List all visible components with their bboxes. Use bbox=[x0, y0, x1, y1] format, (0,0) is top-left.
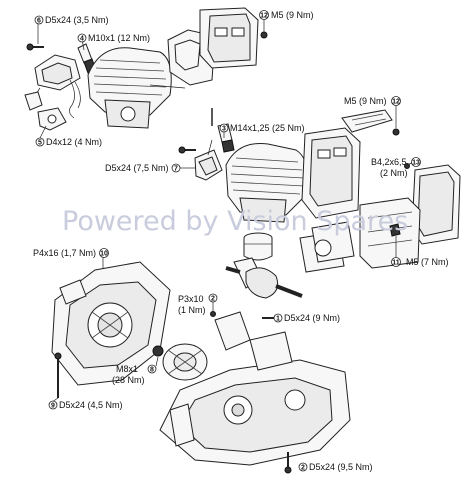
svg-text:6: 6 bbox=[37, 18, 41, 25]
muffler-cover-part bbox=[359, 164, 461, 269]
callout-6: 6 D5x24 (3,5 Nm) bbox=[34, 15, 109, 44]
callout-10-label: P4x16 (1,7 Nm) bbox=[33, 248, 96, 258]
callout-13-label-2: (2 Nm) bbox=[380, 168, 408, 178]
flywheel-part bbox=[162, 343, 208, 381]
svg-text:5: 5 bbox=[38, 140, 42, 147]
callout-4: 4 M10x1 (12 Nm) bbox=[77, 33, 150, 51]
watermark-text: Powered by Vision Spares bbox=[62, 206, 408, 237]
callout-2-p3x10-label: P3x10 bbox=[178, 294, 204, 304]
intake-flange-5-part bbox=[37, 107, 67, 131]
callout-7-label: D5x24 (7,5 Nm) bbox=[105, 163, 169, 173]
cylinder-part bbox=[87, 47, 172, 129]
cylinder-2-part bbox=[225, 142, 309, 223]
heat-shield-part bbox=[341, 109, 393, 133]
nut-8-part bbox=[152, 345, 164, 357]
bolt-9-part bbox=[54, 352, 62, 398]
callout-4-label: M10x1 (12 Nm) bbox=[88, 33, 150, 43]
svg-text:7: 7 bbox=[174, 166, 178, 173]
callout-11-label: M5 (7 Nm) bbox=[406, 257, 449, 267]
callout-3-label: M14x1,25 (25 Nm) bbox=[230, 123, 305, 133]
callout-8-label-2: (28 Nm) bbox=[112, 375, 145, 385]
callout-2-bottom-label: D5x24 (9,5 Nm) bbox=[309, 462, 373, 472]
svg-text:11: 11 bbox=[392, 260, 400, 267]
callout-8-label: M8x1 bbox=[116, 364, 138, 374]
callout-1: 1 D5x24 (9 Nm) bbox=[273, 313, 340, 323]
ignition-module-part bbox=[194, 139, 223, 181]
callout-12-top-label: M5 (9 Nm) bbox=[271, 10, 314, 20]
bolt-7-part bbox=[178, 146, 196, 154]
callout-2-p3x10-label-2: (1 Nm) bbox=[178, 305, 206, 315]
nut-12-top-part bbox=[260, 31, 268, 39]
svg-text:4: 4 bbox=[80, 36, 84, 43]
svg-text:13: 13 bbox=[412, 160, 420, 167]
callout-12-top: 12 M5 (9 Nm) bbox=[259, 10, 314, 32]
screw-2-part bbox=[210, 311, 216, 317]
callout-11: 11 M5 (7 Nm) bbox=[391, 236, 449, 267]
bolt-6-part bbox=[26, 43, 44, 51]
callout-5: 5 D4x12 (4 Nm) bbox=[35, 125, 102, 147]
callout-10: P4x16 (1,7 Nm) 10 bbox=[33, 248, 109, 269]
callout-8: M8x1 (28 Nm) 8 bbox=[112, 356, 159, 385]
svg-text:12: 12 bbox=[392, 99, 400, 106]
callout-3: 3 M14x1,25 (25 Nm) bbox=[219, 123, 305, 138]
callout-7: D5x24 (7,5 Nm) 7 bbox=[105, 163, 196, 173]
svg-text:8: 8 bbox=[150, 367, 154, 374]
callout-13: B4,2x6,5 (2 Nm) 13 bbox=[371, 157, 421, 178]
callout-1-label: D5x24 (9 Nm) bbox=[284, 313, 340, 323]
muffler-top-part bbox=[199, 7, 259, 69]
fan-housing-assembly bbox=[51, 261, 171, 398]
bolt-2-bottom-part bbox=[284, 452, 292, 474]
callout-12-right-label: M5 (9 Nm) bbox=[344, 96, 387, 106]
svg-text:3: 3 bbox=[222, 126, 226, 133]
svg-text:12: 12 bbox=[260, 13, 268, 20]
nut-11-part bbox=[389, 223, 401, 237]
svg-text:1: 1 bbox=[276, 316, 280, 323]
callout-2-p3x10: P3x10 (1 Nm) 2 bbox=[178, 293, 218, 315]
callout-2-bottom: 2 D5x24 (9,5 Nm) bbox=[298, 462, 373, 472]
muffler-housing-part bbox=[301, 127, 361, 219]
svg-text:9: 9 bbox=[51, 403, 55, 410]
svg-text:2: 2 bbox=[211, 296, 215, 303]
gasket-plates-part bbox=[299, 221, 355, 273]
crankshaft-part bbox=[225, 257, 303, 299]
callout-13-label: B4,2x6,5 bbox=[371, 157, 407, 167]
svg-text:2: 2 bbox=[301, 465, 305, 472]
top-left-assembly bbox=[24, 7, 268, 131]
svg-text:10: 10 bbox=[100, 251, 108, 258]
callout-6-label: D5x24 (3,5 Nm) bbox=[45, 15, 109, 25]
callout-9: 9 D5x24 (4,5 Nm) bbox=[48, 397, 123, 410]
crankcase-assembly bbox=[152, 311, 351, 474]
piston-part bbox=[243, 232, 273, 261]
nut-12-right-part bbox=[392, 128, 400, 136]
callout-9-label: D5x24 (4,5 Nm) bbox=[59, 400, 123, 410]
callout-12-right: M5 (9 Nm) 12 bbox=[344, 96, 401, 128]
callout-5-label: D4x12 (4 Nm) bbox=[46, 137, 102, 147]
bracket-left-part bbox=[24, 54, 81, 111]
middle-assembly bbox=[178, 108, 461, 319]
